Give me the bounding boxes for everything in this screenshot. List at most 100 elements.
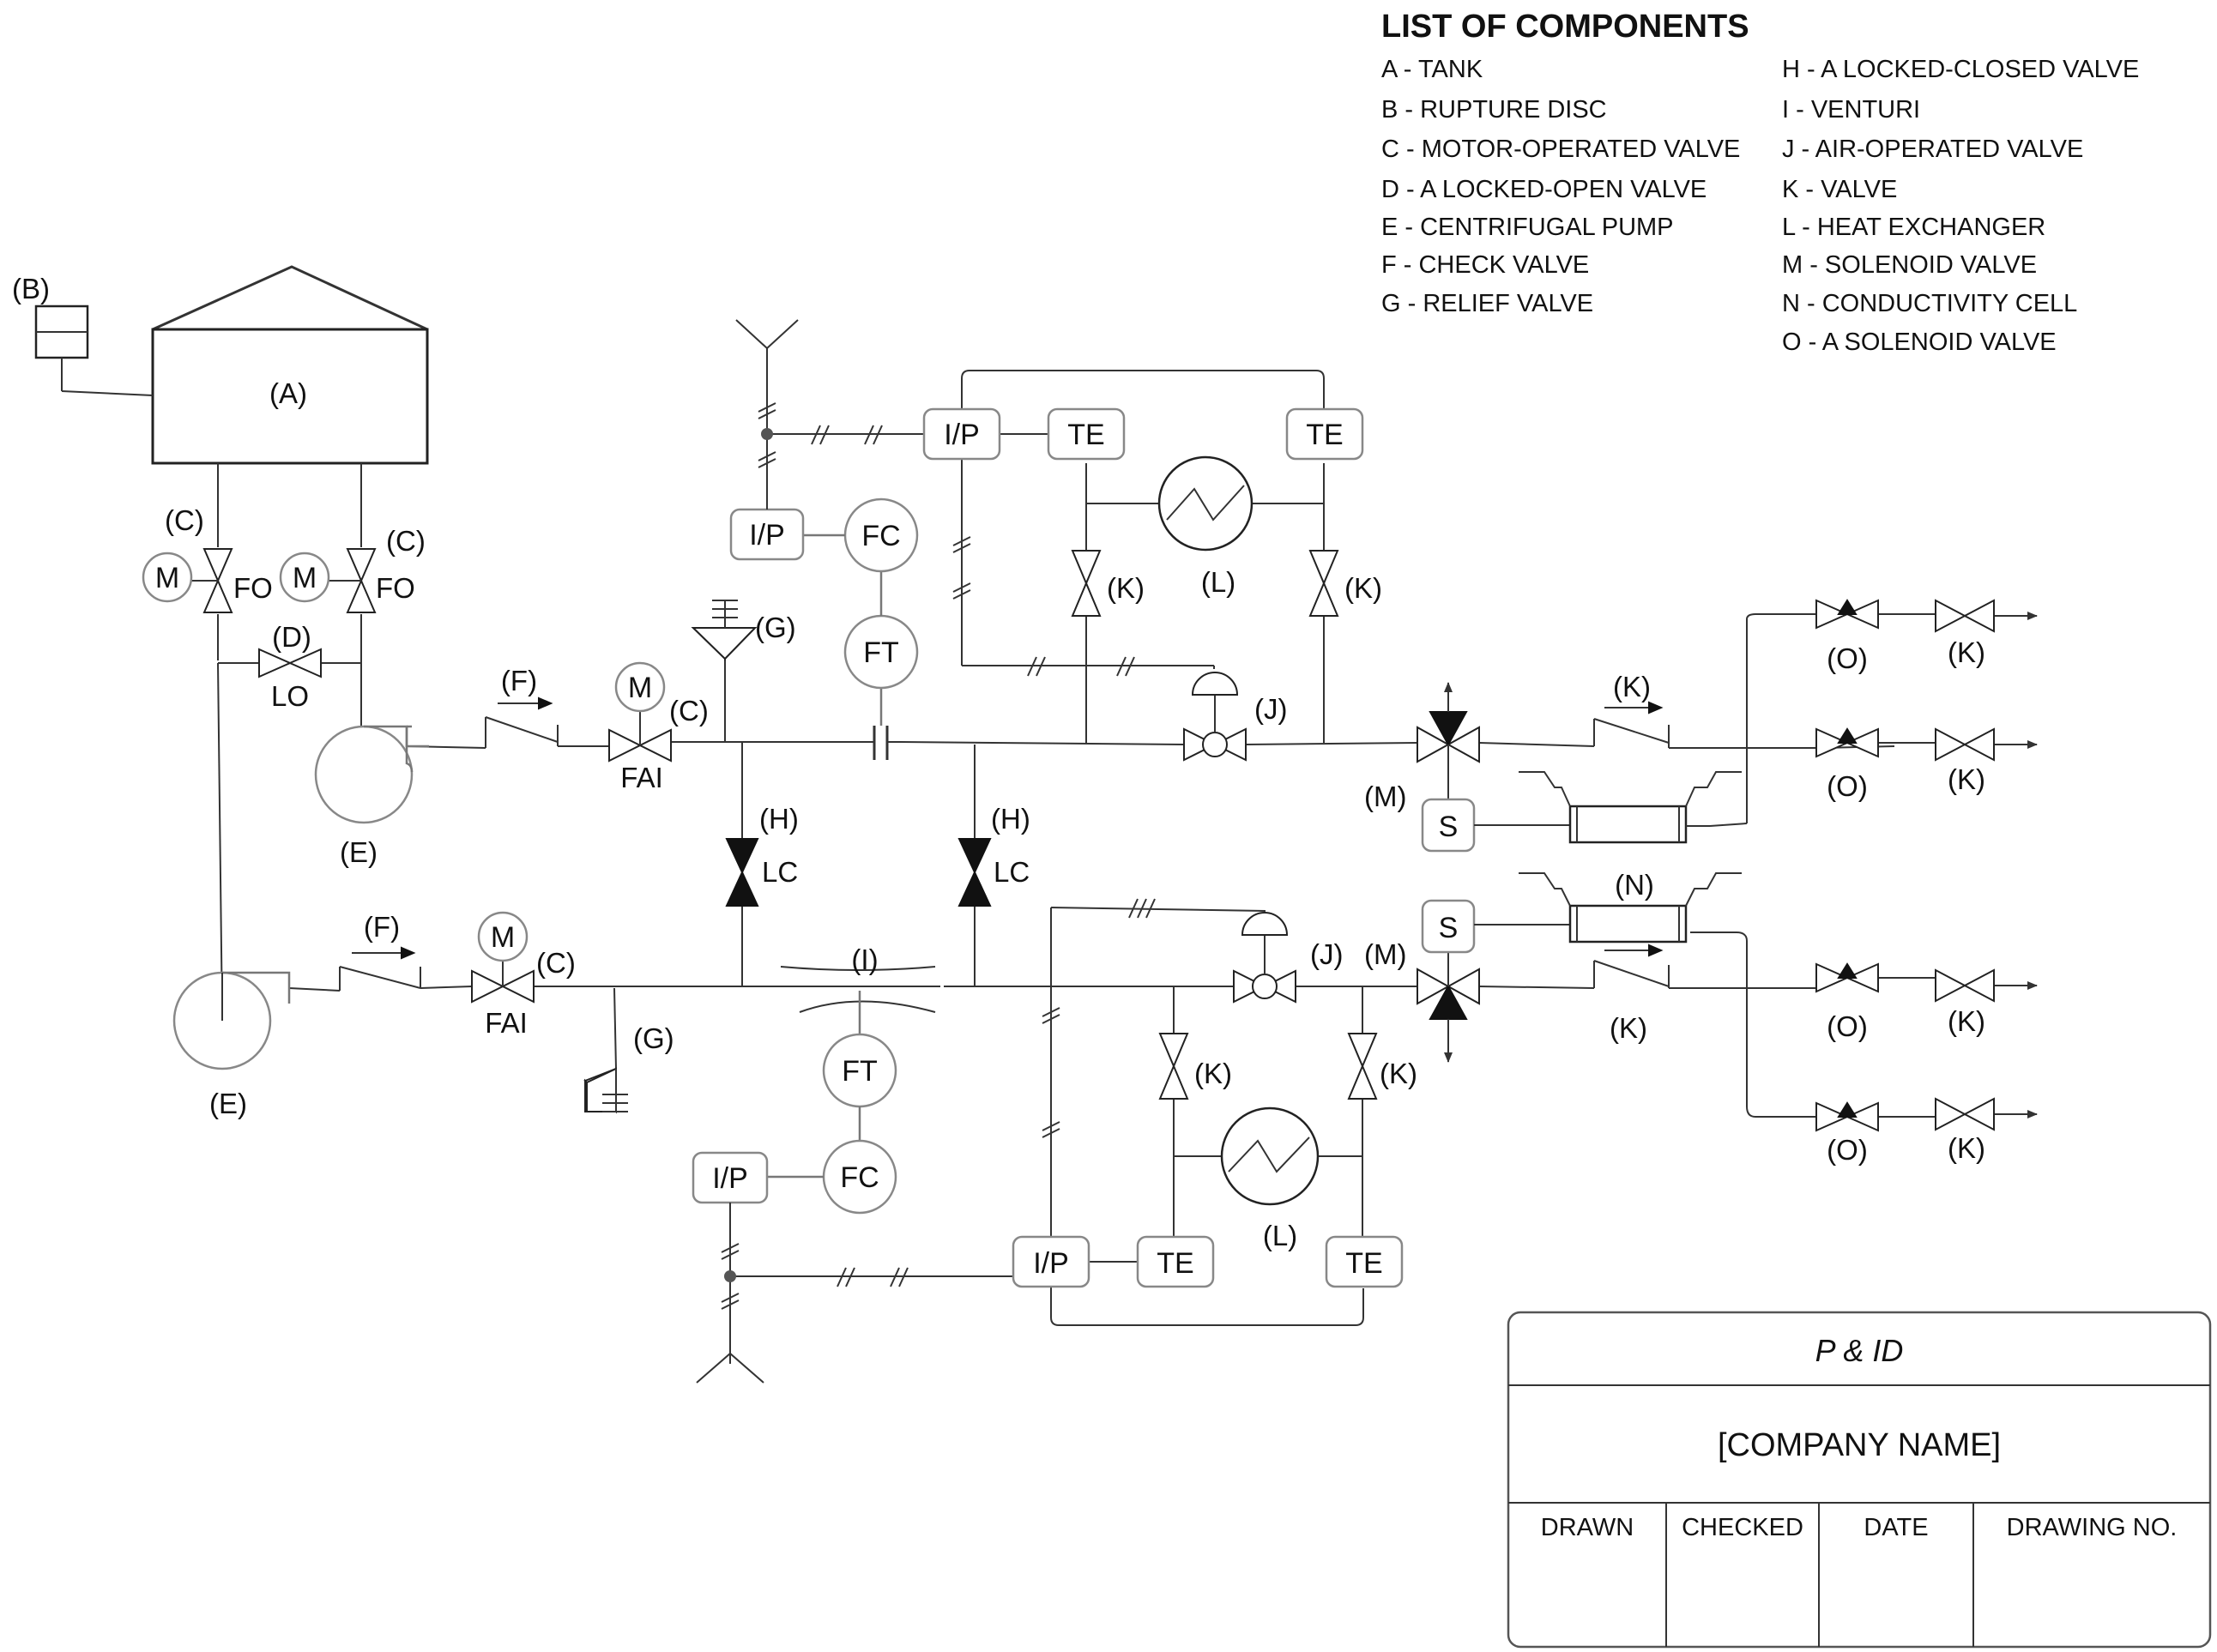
outlet-valve-k-3: (K) bbox=[1935, 968, 1995, 1037]
rupture-disc: (B) bbox=[12, 273, 154, 396]
check-valve-k-upper: (K) bbox=[1593, 671, 1670, 748]
check-valve-upper: (F) bbox=[485, 665, 559, 748]
relief-valve-lower: (G) bbox=[583, 1022, 674, 1114]
air-valve-lower: (J) bbox=[1233, 912, 1343, 1004]
solenoid-lower-label: S bbox=[1439, 912, 1459, 944]
locked-open-valve: (D) LO bbox=[258, 621, 322, 712]
fc-upper-label: FC bbox=[861, 520, 900, 552]
motor-valve-right: M (C) FO bbox=[279, 525, 426, 613]
check-k-lower-label: (K) bbox=[1610, 1012, 1647, 1044]
ft-lower-label: FT bbox=[842, 1055, 878, 1088]
te-lower-left: TE bbox=[1136, 1235, 1215, 1288]
k-valve-lower-right: (K) bbox=[1347, 1033, 1417, 1100]
venturi-label: (I) bbox=[851, 944, 878, 975]
valve-c-label-4: (C) bbox=[536, 947, 576, 979]
k-lower-right-label: (K) bbox=[1380, 1058, 1417, 1089]
conductivity-cell-label: (N) bbox=[1615, 869, 1654, 901]
conductivity-cell-upper bbox=[1519, 771, 1742, 844]
valve-d-label: (D) bbox=[272, 621, 311, 653]
fc-lower-label: FC bbox=[840, 1161, 879, 1194]
solenoid-valve-upper: (M) S bbox=[1364, 682, 1570, 853]
relief-valve-upper: (G) bbox=[691, 600, 796, 661]
k-upper-left-label: (K) bbox=[1107, 572, 1145, 604]
fo-label-1: FO bbox=[233, 572, 273, 604]
check-valve-upper-label: (F) bbox=[501, 665, 537, 696]
valve-j-lower-label: (J) bbox=[1310, 938, 1343, 970]
component-f: F - CHECK VALVE bbox=[1381, 251, 1589, 279]
signal-lines-lower bbox=[696, 898, 1364, 1384]
locked-closed-valve-left: (H) LC bbox=[725, 803, 799, 907]
o-label-4: (O) bbox=[1827, 1134, 1868, 1166]
flow-instruments-lower: FT FC I/P bbox=[692, 991, 897, 1215]
k-valve-upper-right: (K) bbox=[1308, 550, 1382, 617]
component-e: E - CENTRIFUGAL PUMP bbox=[1381, 214, 1674, 241]
tank: (A) bbox=[151, 265, 429, 465]
valve-h-label-1: (H) bbox=[759, 803, 799, 835]
k-lower-left-label: (K) bbox=[1194, 1058, 1232, 1089]
hx-upper-label: (L) bbox=[1201, 566, 1235, 598]
title-block-date: DATE bbox=[1864, 1514, 1928, 1541]
title-block-checked: CHECKED bbox=[1682, 1514, 1803, 1541]
valve-m-upper-label: (M) bbox=[1364, 781, 1406, 812]
title-block: P & ID [COMPANY NAME] DRAWN CHECKED DATE… bbox=[1507, 1311, 2212, 1649]
outlet-valve-o-4: (O) bbox=[1815, 1101, 1879, 1166]
te-lower-left-label: TE bbox=[1157, 1247, 1193, 1280]
motor-valve-left: M (C) FO bbox=[142, 504, 273, 613]
outlet-valve-k-1: (K) bbox=[1935, 599, 1995, 668]
ip-lower-right: I/P bbox=[1012, 1235, 1090, 1288]
check-valve-lower: (F) bbox=[339, 911, 421, 991]
motor-valve-lower-header: M FAI (C) bbox=[471, 911, 576, 1039]
component-i: I - VENTURI bbox=[1782, 96, 1920, 124]
component-k: K - VALVE bbox=[1782, 176, 1897, 203]
locked-closed-valve-right: (H) LC bbox=[957, 803, 1030, 907]
components-title: LIST OF COMPONENTS bbox=[1381, 9, 1749, 45]
check-valve-lower-label: (F) bbox=[364, 911, 400, 943]
motor-lower-header-label: M bbox=[491, 921, 515, 954]
relief-upper-label: (G) bbox=[755, 612, 796, 643]
te-upper-right-label: TE bbox=[1306, 419, 1343, 451]
o-label-1: (O) bbox=[1827, 642, 1868, 674]
component-b: B - RUPTURE DISC bbox=[1381, 96, 1607, 124]
components-list: LIST OF COMPONENTS A - TANK B - RUPTURE … bbox=[1381, 9, 2139, 356]
te-upper-left: TE bbox=[1047, 407, 1126, 461]
pump-upper: (E) bbox=[314, 725, 429, 868]
valve-c-label-3: (C) bbox=[669, 695, 709, 727]
component-n: N - CONDUCTIVITY CELL bbox=[1782, 290, 2077, 317]
title-block-drawing-no: DRAWING NO. bbox=[2007, 1514, 2178, 1541]
component-h: H - A LOCKED-CLOSED VALVE bbox=[1782, 56, 2139, 83]
process-lines bbox=[217, 463, 2038, 1244]
k-outlet-label-4: (K) bbox=[1948, 1132, 1985, 1164]
conductivity-cell-lower: (N) bbox=[1519, 869, 1742, 944]
air-valve-upper: (J) bbox=[1183, 672, 1287, 762]
valve-m-lower-label: (M) bbox=[1364, 938, 1406, 970]
fai-label-1: FAI bbox=[620, 762, 663, 793]
outlet-valve-o-2: (O) bbox=[1815, 727, 1879, 802]
check-k-upper-label: (K) bbox=[1613, 671, 1651, 702]
title-block-company: [COMPANY NAME] bbox=[1718, 1427, 2001, 1463]
outlet-valve-o-3: (O) bbox=[1815, 962, 1879, 1042]
ip-upper-left-label: I/P bbox=[749, 519, 785, 552]
ip-upper-right-label: I/P bbox=[944, 419, 980, 451]
motor-upper-header-label: M bbox=[628, 672, 652, 704]
fo-label-2: FO bbox=[376, 572, 415, 604]
component-g: G - RELIEF VALVE bbox=[1381, 290, 1593, 317]
te-lower-right: TE bbox=[1325, 1235, 1404, 1288]
valve-c-label-1: (C) bbox=[165, 504, 204, 536]
pump-upper-label: (E) bbox=[340, 836, 378, 868]
orifice-plate bbox=[861, 726, 901, 760]
component-l: L - HEAT EXCHANGER bbox=[1782, 214, 2045, 241]
ip-lower-right-label: I/P bbox=[1033, 1247, 1069, 1280]
outlet-valve-k-4: (K) bbox=[1935, 1097, 1995, 1164]
te-upper-right: TE bbox=[1285, 407, 1364, 461]
check-valve-k-lower: (K) bbox=[1593, 944, 1670, 1044]
solenoid-upper-label: S bbox=[1439, 811, 1459, 843]
valve-j-upper-label: (J) bbox=[1254, 693, 1287, 725]
solenoid-valve-lower: (M) S bbox=[1364, 899, 1570, 1063]
k-outlet-label-2: (K) bbox=[1948, 763, 1985, 795]
o-label-3: (O) bbox=[1827, 1010, 1868, 1042]
ip-lower-left-label: I/P bbox=[712, 1162, 748, 1195]
lc-label-2: LC bbox=[994, 856, 1030, 888]
rupture-disc-label: (B) bbox=[12, 273, 50, 304]
motor-left-label: M bbox=[155, 562, 179, 594]
